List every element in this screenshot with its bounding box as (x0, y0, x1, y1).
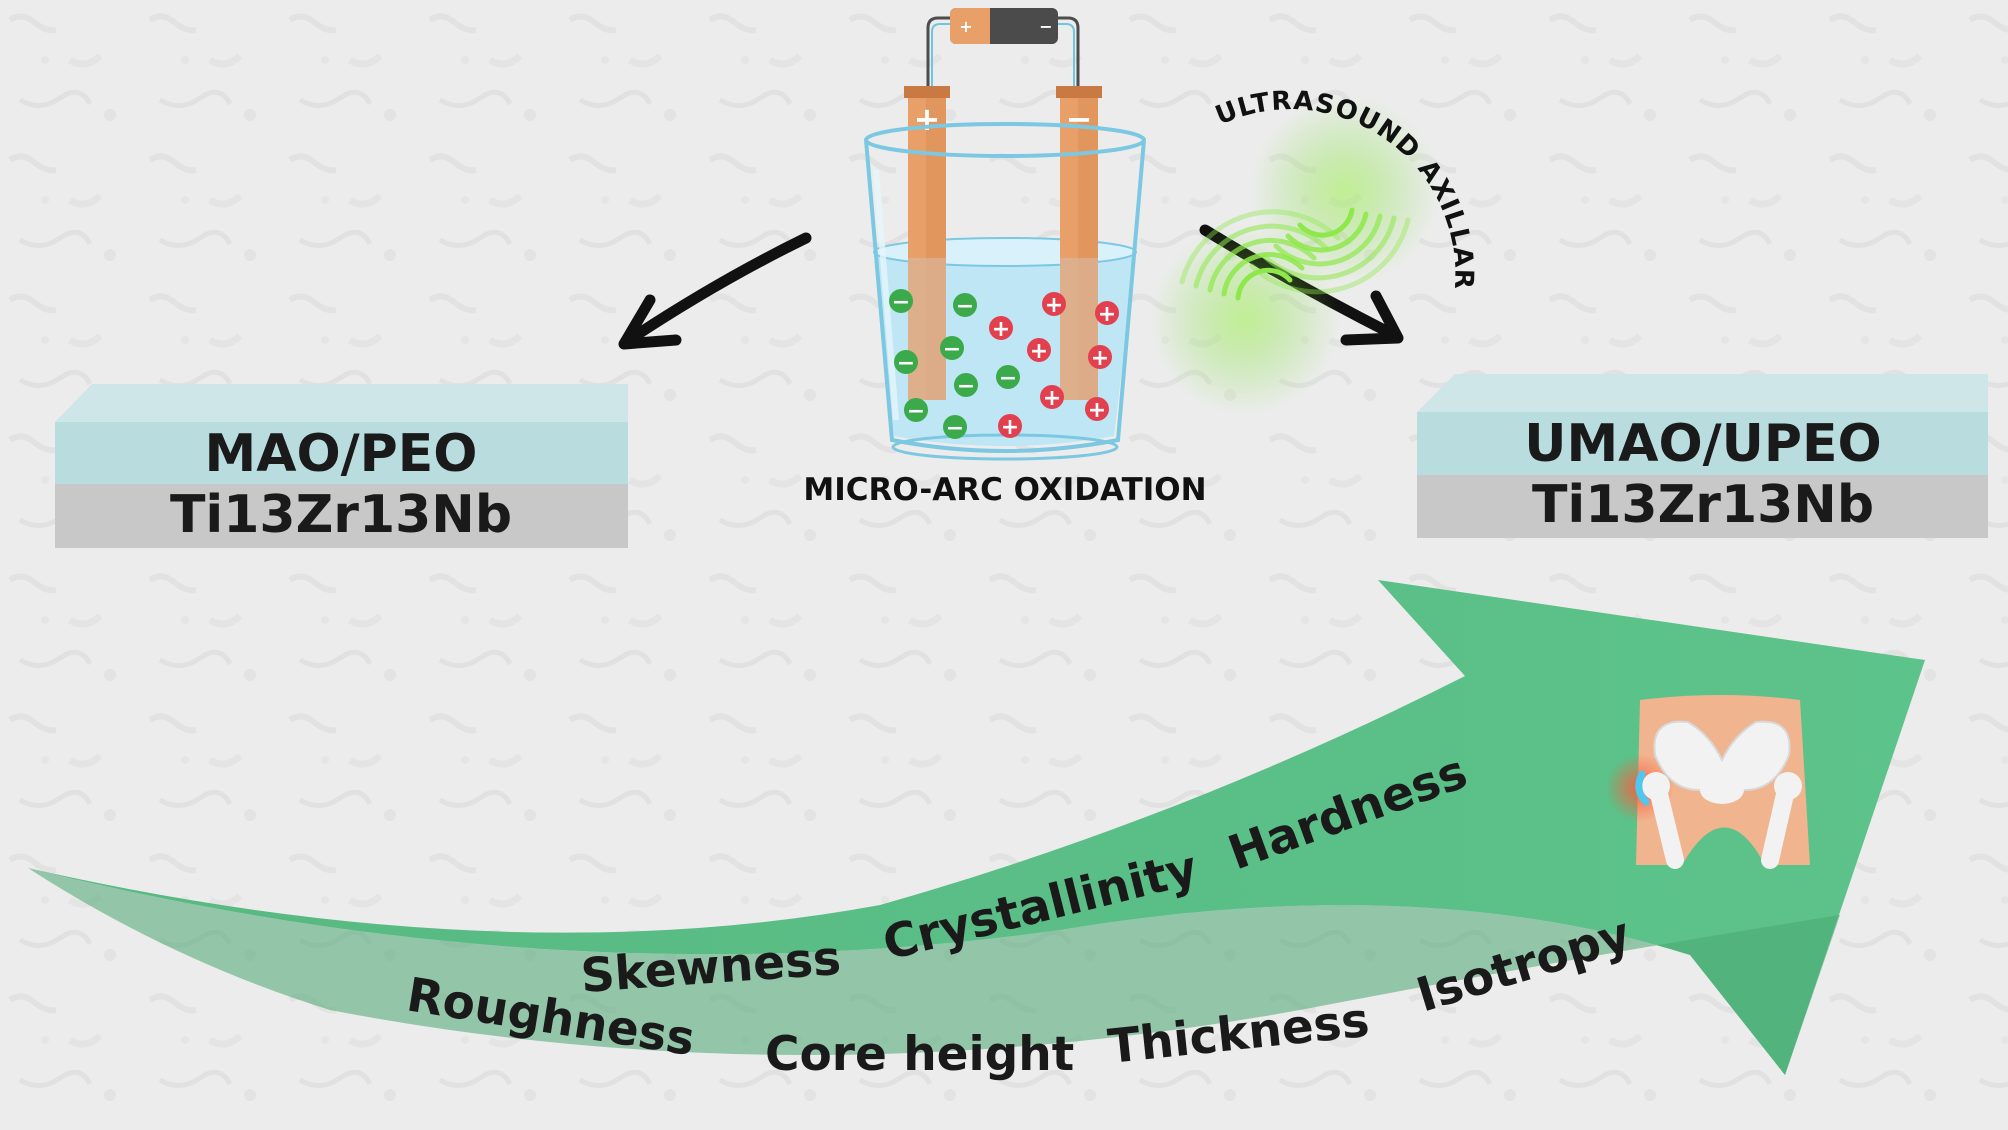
pos-ion-5: + (1091, 346, 1109, 371)
process-caption: MICRO-ARC OXIDATION (803, 472, 1206, 508)
positive-ions: + + + + + + + + (989, 292, 1119, 440)
property-core-height: Core height (765, 1027, 1074, 1082)
improvement-arrow-icon (28, 580, 1925, 1075)
neg-ion-1: − (892, 290, 910, 315)
neg-ion-4: − (897, 351, 915, 376)
battery-positive-label: + (959, 17, 972, 36)
battery-negative-label: − (1039, 17, 1052, 36)
left-slab-substrate: Ti13Zr13Nb (170, 485, 512, 545)
arrow-icon-left (618, 232, 812, 350)
anode-label: + (914, 100, 941, 138)
hip-joint-icon (1606, 695, 1810, 869)
right-coating-slab: UMAO/UPEO Ti13Zr13Nb (1417, 374, 1988, 538)
neg-ion-6: − (999, 366, 1017, 391)
ultrasound-wave-icon (1150, 95, 1440, 415)
pos-ion-1: + (1045, 293, 1063, 318)
pos-ion-8: + (1001, 415, 1019, 440)
battery-icon: + − (926, 8, 1080, 100)
pos-ion-2: + (1098, 302, 1116, 327)
right-slab-substrate: Ti13Zr13Nb (1532, 475, 1874, 535)
negative-ions: − − − − − − − − (889, 289, 1020, 441)
neg-ion-2: − (956, 294, 974, 319)
neg-ion-8: − (946, 416, 964, 441)
right-slab-title: UMAO/UPEO (1524, 414, 1881, 474)
left-coating-slab: MAO/PEO Ti13Zr13Nb (55, 384, 628, 548)
neg-ion-7: − (907, 399, 925, 424)
pos-ion-6: + (1043, 386, 1061, 411)
neg-ion-3: − (943, 337, 961, 362)
pos-ion-4: + (1030, 339, 1048, 364)
pos-ion-7: + (1088, 398, 1106, 423)
beaker-icon: + − − − − − − − − − (864, 86, 1146, 461)
left-slab-title: MAO/PEO (204, 424, 477, 484)
pos-ion-3: + (992, 317, 1010, 342)
cathode-label: − (1066, 100, 1093, 138)
neg-ion-5: − (957, 374, 975, 399)
